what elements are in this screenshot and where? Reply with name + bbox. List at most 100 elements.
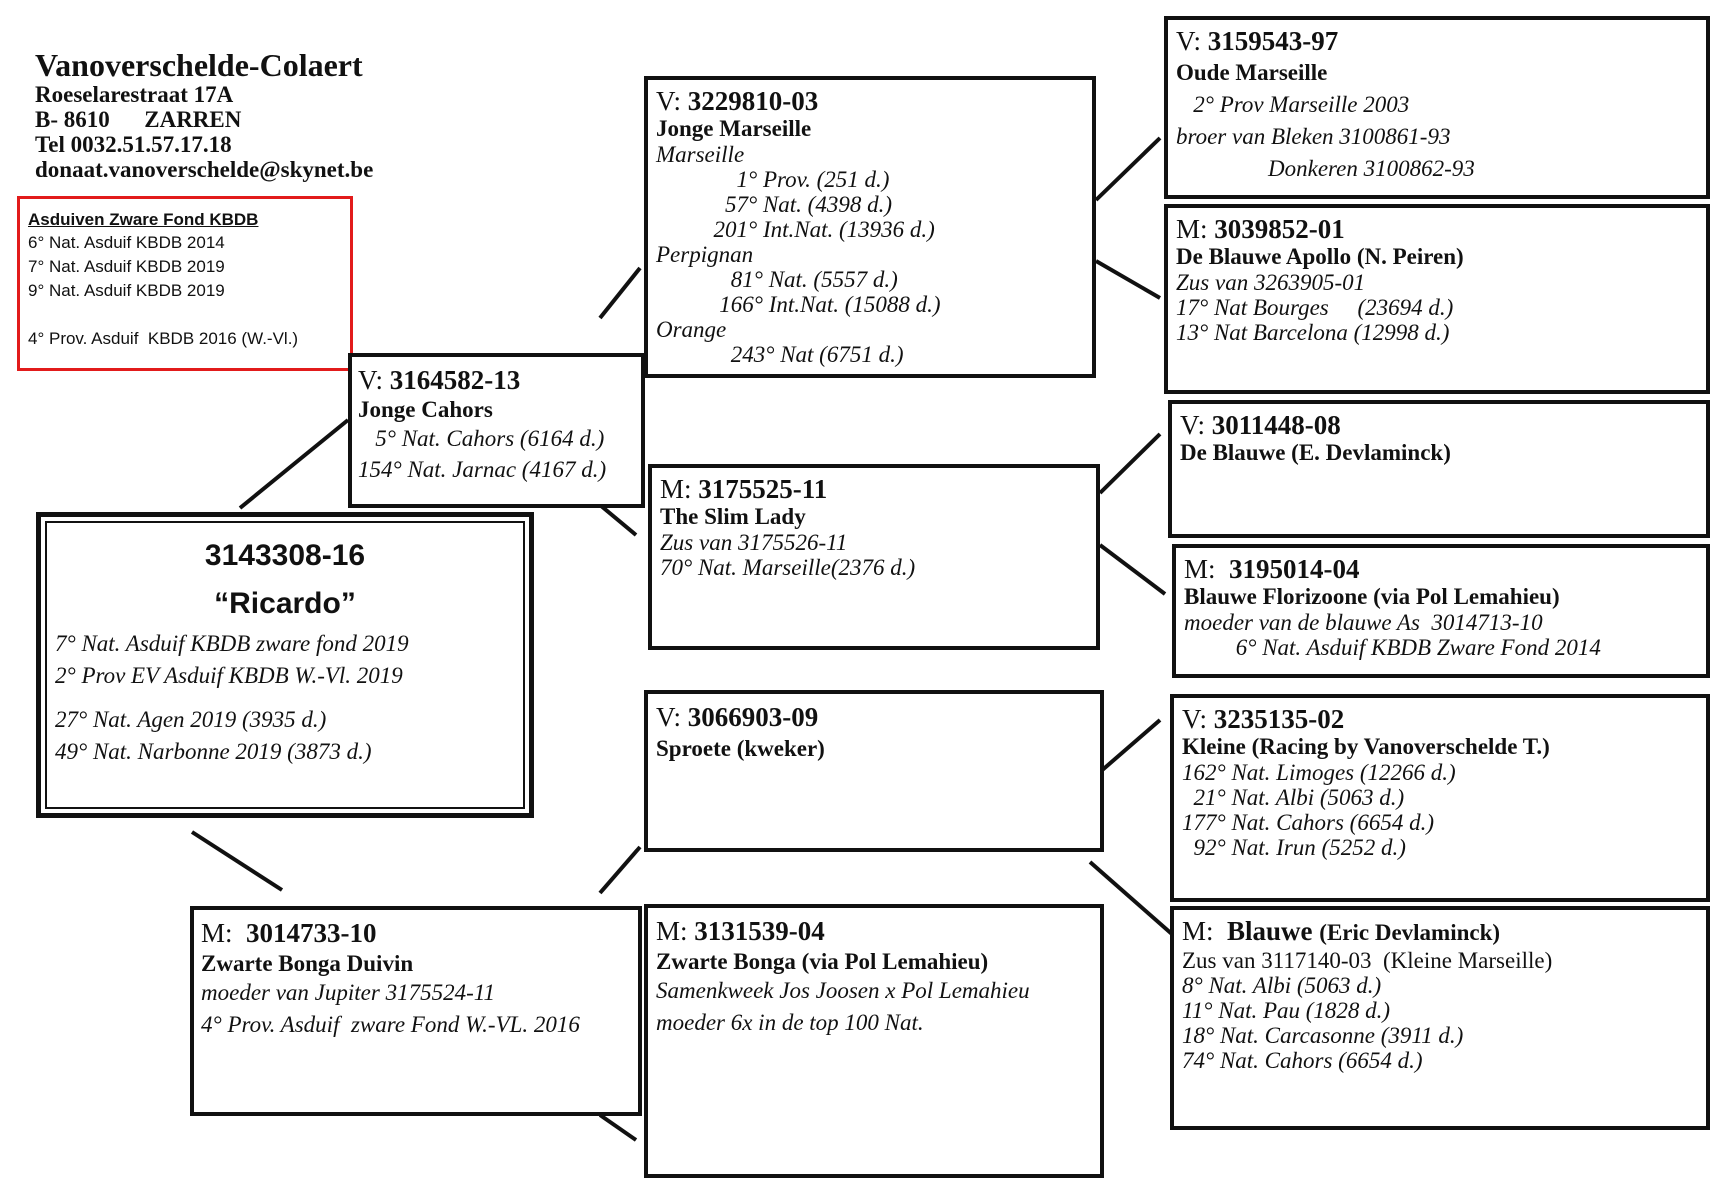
result-line: Zus van 3175526-11 — [660, 530, 848, 555]
result-line: 81° Nat. (5557 d.) — [656, 267, 898, 292]
awards-box: Asduiven Zware Fond KBDB 6° Nat. Asduif … — [17, 196, 353, 371]
pigeon-name: Oude Marseille — [1176, 60, 1328, 85]
sire-sire-card[interactable]: V: 3229810-03 Jonge Marseille Marseille … — [644, 76, 1096, 378]
ds-dam-id: M: Blauwe (Eric Devlaminck) — [1182, 916, 1698, 948]
ring-number: 3131539-04 — [694, 916, 825, 946]
pigeon-name: Jonge Cahors — [358, 397, 493, 422]
pigeon-name: Jonge Marseille — [656, 116, 812, 141]
connector-subject-sire — [238, 418, 350, 510]
connector-sire-sire — [598, 266, 642, 320]
result-line: Zus van 3117140-03 (Kleine Marseille) — [1182, 948, 1553, 973]
connector-sire-dam — [598, 503, 638, 537]
sex-prefix: V: — [656, 702, 688, 732]
sex-prefix: V: — [1180, 410, 1212, 440]
ss-dam-card[interactable]: M: 3039852-01 De Blauwe Apollo (N. Peire… — [1164, 204, 1710, 394]
result-line: 201° Int.Nat. (13936 d.) — [656, 217, 935, 242]
award-line: 9° Nat. Asduif KBDB 2019 — [28, 281, 225, 300]
result-line: moeder van de blauwe As 3014713-10 — [1184, 610, 1543, 635]
ring-number: 3195014-04 — [1229, 554, 1360, 584]
pigeon-name: De Blauwe (E. Devlaminck) — [1180, 440, 1451, 465]
breeder-name: Vanoverschelde-Colaert — [35, 47, 363, 83]
subject-result: 2° Prov EV Asduif KBDB W.-Vl. 2019 — [55, 663, 403, 688]
dam-sire-card[interactable]: V: 3066903-09 Sproete (kweker) — [644, 690, 1104, 852]
subject-nickname: “Ricardo” — [214, 587, 356, 620]
result-line: Orange — [656, 317, 727, 342]
sd-sire-card[interactable]: V: 3011448-08 De Blauwe (E. Devlaminck) — [1168, 400, 1710, 538]
sire-dam-card[interactable]: M: 3175525-11 The Slim Lady Zus van 3175… — [648, 464, 1100, 650]
pigeon-name: Zwarte Bonga Duivin — [201, 951, 414, 976]
connector-subject-dam — [190, 830, 284, 892]
ring-number: 3066903-09 — [687, 702, 819, 732]
sex-prefix: M: — [1184, 554, 1230, 584]
sex-prefix: M: — [1176, 214, 1215, 244]
sex-prefix: V: — [1182, 704, 1214, 734]
breeder-phone: Tel 0032.51.57.17.18 — [35, 132, 232, 157]
connector-ss-sire — [1094, 136, 1162, 202]
result-line: 74° Nat. Cahors (6654 d.) — [1182, 1048, 1423, 1073]
connector-dam-dam — [598, 1113, 638, 1142]
sd-dam-card[interactable]: M: 3195014-04 Blauwe Florizoone (via Pol… — [1172, 544, 1710, 678]
ring-number: 3011448-08 — [1211, 410, 1341, 440]
ds-dam-card[interactable]: M: Blauwe (Eric Devlaminck) Zus van 3117… — [1170, 906, 1710, 1130]
sex-prefix: M: — [660, 474, 699, 504]
ring-number: Blauwe — [1227, 916, 1313, 946]
subject-inner-border — [45, 521, 525, 809]
result-line: 166° Int.Nat. (15088 d.) — [656, 292, 941, 317]
sire-card[interactable]: V: 3164582-13 Jonge Cahors 5° Nat. Cahor… — [348, 353, 645, 508]
result-line: 177° Nat. Cahors (6654 d.) — [1182, 810, 1434, 835]
result-line: Perpignan — [656, 242, 754, 267]
ring-number: 3175525-11 — [698, 474, 828, 504]
award-line: 7° Nat. Asduif KBDB 2019 — [28, 257, 225, 276]
connector-ds-sire — [1098, 718, 1162, 774]
breeder-email[interactable]: donaat.vanoverschelde@skynet.be — [35, 157, 374, 182]
result-line: Marseille — [656, 142, 745, 167]
result-line: 92° Nat. Irun (5252 d.) — [1182, 835, 1406, 860]
result-line: Zus van 3263905-01 — [1176, 270, 1366, 295]
ss-dam-id: M: 3039852-01 — [1176, 214, 1698, 244]
result-line: 162° Nat. Limoges (12266 d.) — [1182, 760, 1456, 785]
result-line: moeder 6x in de top 100 Nat. — [656, 1010, 924, 1035]
result-line: 2° Prov Marseille 2003 — [1176, 92, 1410, 117]
ds-sire-id: V: 3235135-02 — [1182, 704, 1698, 734]
result-line: 1° Prov. (251 d.) — [656, 167, 890, 192]
result-line: 13° Nat Barcelona (12998 d.) — [1176, 320, 1450, 345]
connector-sd-sire — [1098, 432, 1162, 495]
ring-number: 3014733-10 — [246, 918, 377, 948]
ds-sire-card[interactable]: V: 3235135-02 Kleine (Racing by Vanovers… — [1170, 694, 1710, 902]
result-line: broer van Bleken 3100861-93 — [1176, 124, 1451, 149]
pigeon-name: Kleine (Racing by Vanoverschelde T.) — [1182, 734, 1550, 759]
award-line — [28, 303, 342, 327]
pigeon-name: The Slim Lady — [660, 504, 806, 529]
result-line: 11° Nat. Pau (1828 d.) — [1182, 998, 1391, 1023]
result-line: 8° Nat. Albi (5063 d.) — [1182, 973, 1382, 998]
subject-result: 27° Nat. Agen 2019 (3935 d.) — [55, 707, 327, 732]
ss-sire-card[interactable]: V: 3159543-97 Oude Marseille 2° Prov Mar… — [1164, 16, 1710, 199]
result-line: 21° Nat. Albi (5063 d.) — [1182, 785, 1405, 810]
subject-result: 7° Nat. Asduif KBDB zware fond 2019 — [55, 631, 409, 656]
subject-pigeon-card[interactable]: 3143308-16 “Ricardo” 7° Nat. Asduif KBDB… — [36, 512, 534, 818]
ring-number: 3229810-03 — [687, 86, 819, 116]
sex-prefix: M: — [201, 918, 247, 948]
sex-prefix: V: — [1176, 26, 1208, 56]
dam-dam-card[interactable]: M: 3131539-04 Zwarte Bonga (via Pol Lema… — [644, 904, 1104, 1178]
ss-sire-id: V: 3159543-97 — [1176, 26, 1698, 56]
result-line: 18° Nat. Carcasonne (3911 d.) — [1182, 1023, 1464, 1048]
result-line: 243° Nat (6751 d.) — [656, 342, 904, 367]
pigeon-name: Sproete (kweker) — [656, 736, 825, 761]
ring-number: 3159543-97 — [1207, 26, 1339, 56]
breeder-header: Vanoverschelde-Colaert Roeselarestraat 1… — [35, 48, 373, 182]
result-line: 5° Nat. Cahors (6164 d.) — [358, 426, 605, 451]
result-line: 70° Nat. Marseille(2376 d.) — [660, 555, 916, 580]
sire-id: V: 3164582-13 — [358, 365, 635, 395]
award-line: 6° Nat. Asduif KBDB 2014 — [28, 233, 225, 252]
result-line: moeder van Jupiter 3175524-11 — [201, 980, 496, 1005]
dam-card[interactable]: M: 3014733-10 Zwarte Bonga Duivin moeder… — [190, 906, 642, 1116]
pigeon-name: (Eric Devlaminck) — [1319, 920, 1501, 945]
connector-ss-dam — [1094, 259, 1162, 300]
ring-number: 3235135-02 — [1213, 704, 1345, 734]
awards-heading: Asduiven Zware Fond KBDB — [28, 210, 259, 229]
breeder-city: B- 8610 ZARREN — [35, 107, 242, 132]
sex-prefix: M: — [656, 916, 695, 946]
connector-ds-dam — [1088, 860, 1175, 937]
dam-sire-id: V: 3066903-09 — [656, 702, 1092, 732]
